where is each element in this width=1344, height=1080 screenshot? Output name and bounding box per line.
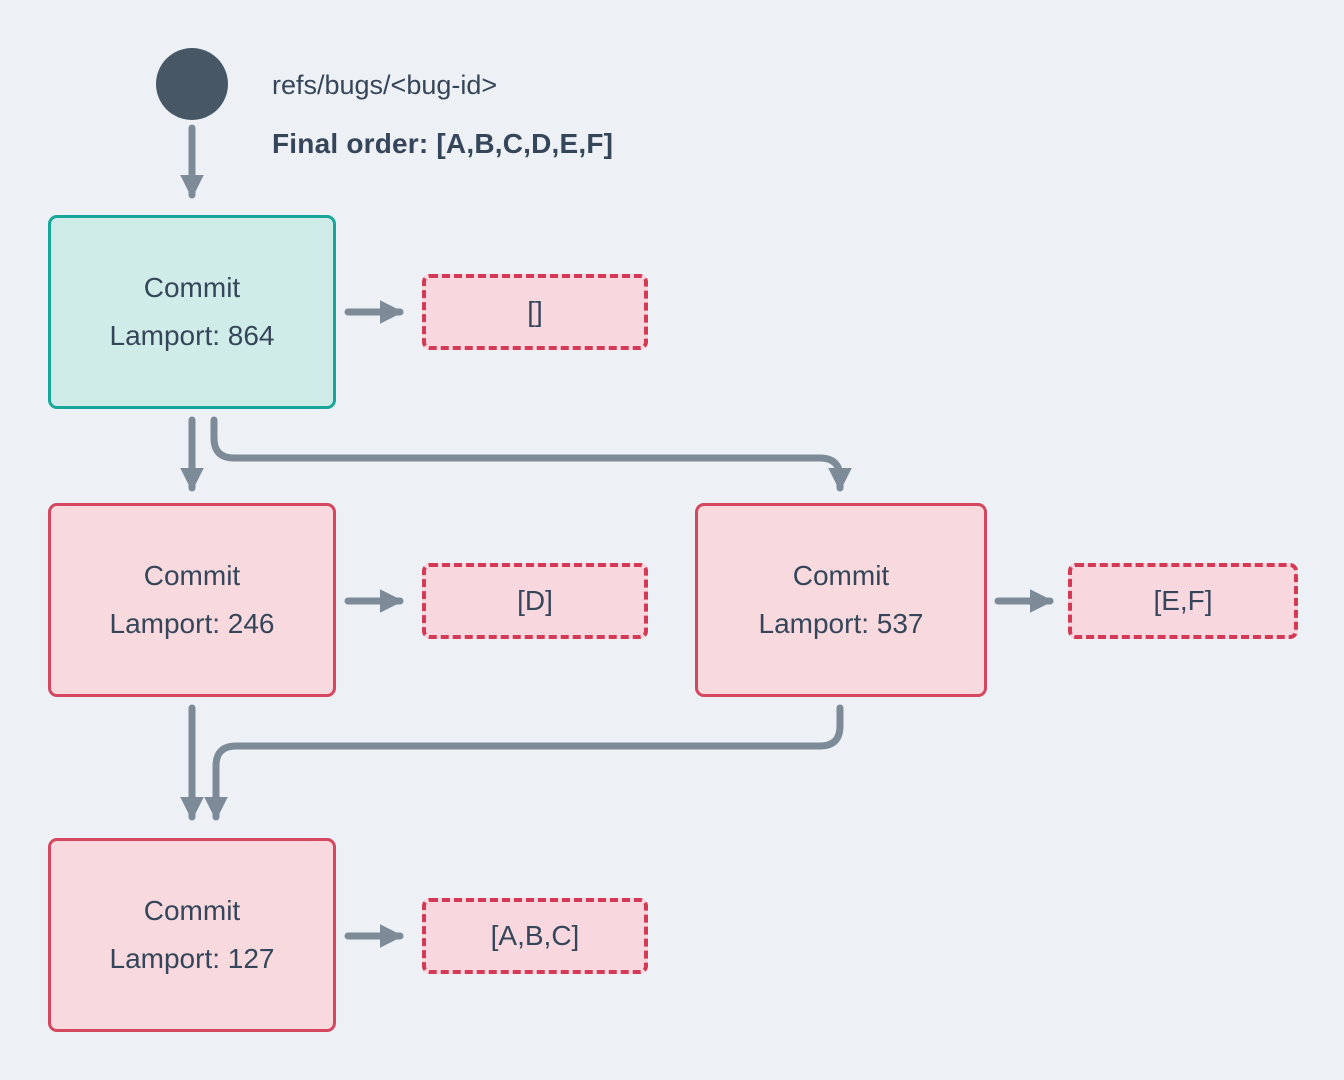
commit-node-864: Commit Lamport: 864 [48, 215, 336, 409]
arrow-864-to-537 [210, 416, 852, 492]
commit-lamport: Lamport: 246 [109, 608, 275, 639]
payload-box-abc: [A,B,C] [422, 898, 648, 974]
arrow-537-to-127 [204, 704, 844, 821]
commit-title: Commit [792, 560, 890, 591]
commit-title: Commit [143, 272, 241, 303]
branch-ref-dot [156, 48, 228, 120]
commit-lamport: Lamport: 864 [109, 320, 275, 351]
commit-node-127: Commit Lamport: 127 [48, 838, 336, 1032]
payload-box-d: [D] [422, 563, 648, 639]
commit-node-537: Commit Lamport: 537 [695, 503, 987, 697]
commit-lamport: Lamport: 127 [109, 943, 275, 974]
branch-ref-label: refs/bugs/<bug-id> [272, 70, 498, 100]
commit-title: Commit [143, 895, 241, 926]
commit-title: Commit [143, 560, 241, 591]
payload-box-empty: [] [422, 274, 648, 350]
final-order-label: Final order: [A,B,C,D,E,F] [272, 128, 614, 159]
payload-box-ef: [E,F] [1068, 563, 1298, 639]
commit-lamport: Lamport: 537 [758, 608, 924, 639]
commit-node-246: Commit Lamport: 246 [48, 503, 336, 697]
